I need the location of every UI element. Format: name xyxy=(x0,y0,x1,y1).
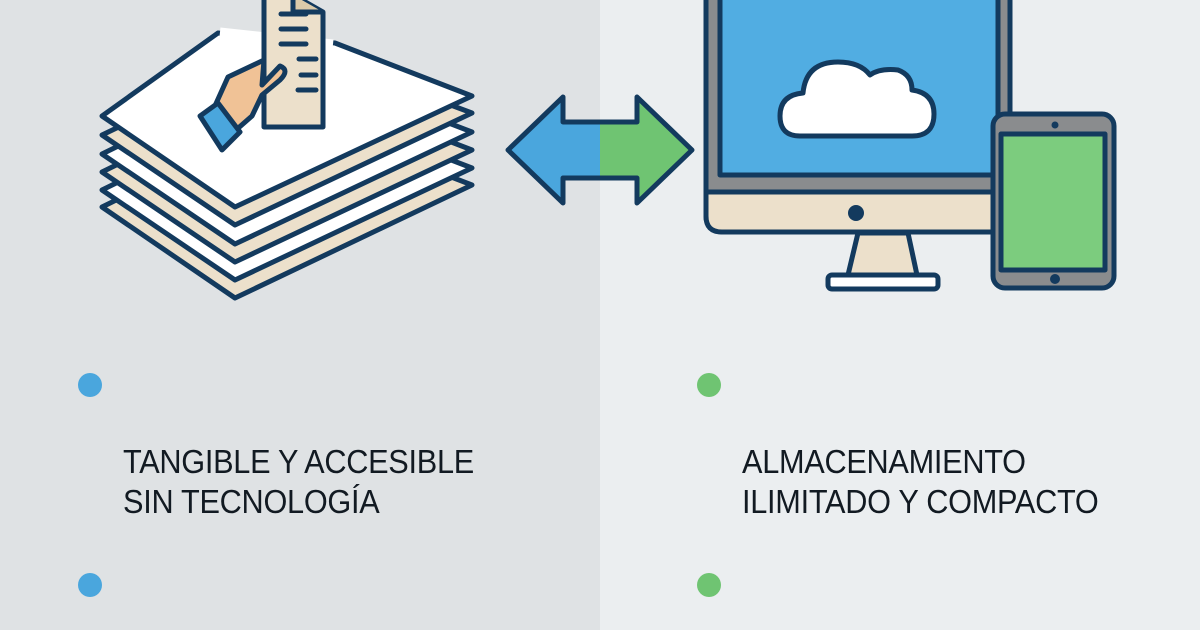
hand-icon xyxy=(197,57,288,153)
monitor-stand xyxy=(845,230,920,278)
bullet-blue-icon xyxy=(78,573,102,597)
list-item: PERMANENCIA FÍSICA xyxy=(78,562,578,630)
document-icon xyxy=(261,0,326,130)
paper-stack-icon xyxy=(99,0,475,301)
digital-advantages-list: ALMACENAMIENTO ILIMITADO Y COMPACTO ACCE… xyxy=(697,362,1197,630)
list-item: ACCESO REMOTO E INMEDIATO xyxy=(697,562,1197,630)
bullet-green-icon xyxy=(697,573,721,597)
tablet-icon xyxy=(990,111,1117,291)
list-item: TANGIBLE Y ACCESIBLE SIN TECNOLOGÍA xyxy=(78,362,578,522)
bullet-green-icon xyxy=(697,373,721,397)
bullet-blue-icon xyxy=(78,373,102,397)
paper-advantages-list: TANGIBLE Y ACCESIBLE SIN TECNOLOGÍA PERM… xyxy=(78,362,578,630)
cloud-icon xyxy=(777,59,937,139)
monitor-base xyxy=(825,272,941,292)
monitor-cloud-tablet-icon xyxy=(703,0,1117,292)
list-item: ALMACENAMIENTO ILIMITADO Y COMPACTO xyxy=(697,362,1197,522)
monitor-button xyxy=(848,205,864,221)
bidirectional-arrow-icon xyxy=(505,94,695,206)
monitor-screen xyxy=(717,0,1001,178)
